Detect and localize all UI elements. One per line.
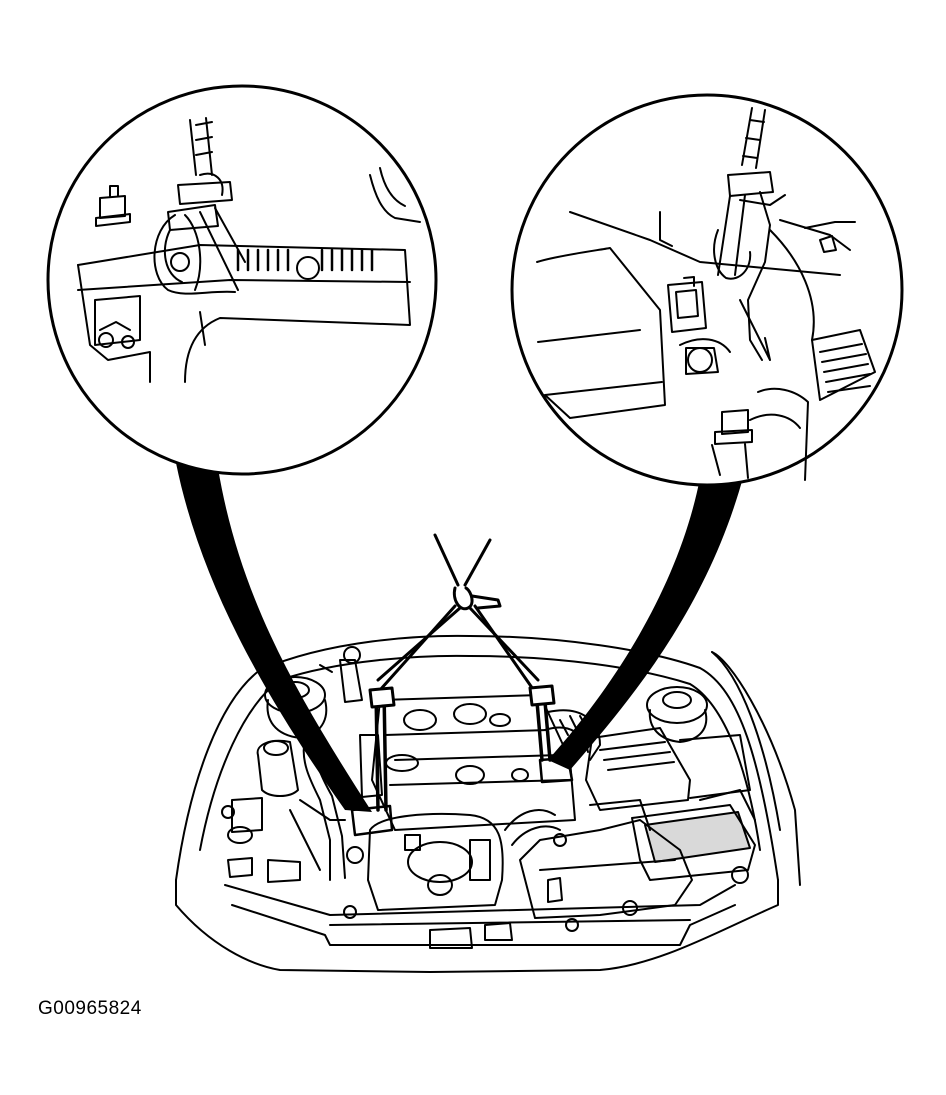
right-lift-hook	[538, 756, 574, 784]
engine-lift-tool	[368, 533, 556, 812]
figure-id-label: G00965824	[38, 998, 142, 1019]
battery-outline	[631, 804, 756, 881]
engine-bay	[175, 634, 801, 973]
left-lift-hook	[350, 804, 394, 837]
right-callout-leader	[548, 474, 744, 770]
left-callout-leader	[176, 463, 372, 812]
left-detail-circle	[46, 84, 438, 476]
right-detail-circle	[510, 93, 904, 487]
hood-outline	[175, 634, 779, 881]
